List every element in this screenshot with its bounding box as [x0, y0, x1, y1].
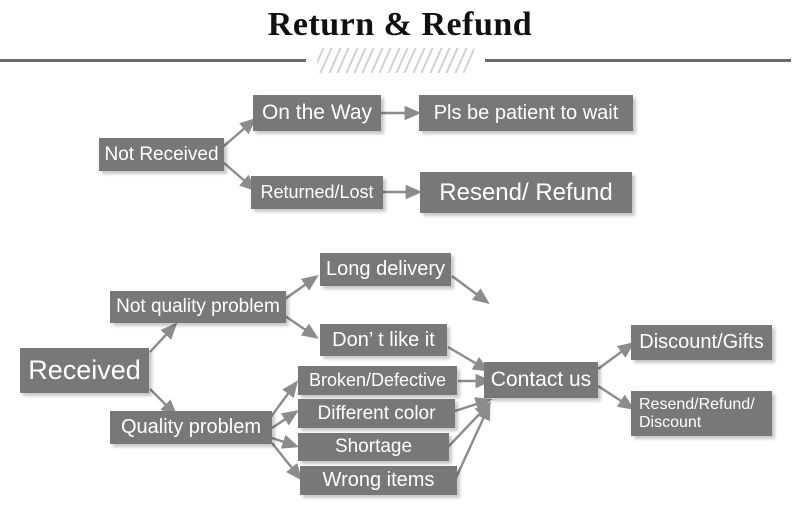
node-wrong-items[interactable]: Wrong items	[300, 466, 457, 495]
node-broken-defective[interactable]: Broken/Defective	[298, 366, 457, 395]
arrow-quality-to-shortage	[271, 434, 300, 449]
arrow-quality-to-wrong-items	[271, 442, 303, 481]
node-returned-lost[interactable]: Returned/Lost	[251, 176, 383, 209]
arrow-contact-us-to-discount-gifts	[597, 342, 635, 370]
arrow-not-received-to-on-the-way	[223, 117, 257, 147]
node-quality-problem[interactable]: Quality problem	[110, 411, 272, 444]
node-resend-refund-discount[interactable]: Resend/Refund/ Discount	[631, 391, 772, 436]
node-shortage[interactable]: Shortage	[298, 433, 449, 461]
arrow-different-color-to-contact-us	[454, 397, 493, 413]
node-discount-gifts[interactable]: Discount/Gifts	[631, 325, 772, 360]
node-resend-refund[interactable]: Resend/ Refund	[420, 172, 632, 213]
diagonal-hatch-divider-icon	[317, 48, 474, 73]
node-on-the-way[interactable]: On the Way	[253, 95, 381, 131]
node-dont-like-it[interactable]: Don’ t like it	[320, 324, 447, 356]
node-received[interactable]: Received	[20, 348, 149, 393]
arrow-quality-to-broken-defective	[269, 380, 299, 419]
divider-line-right	[485, 59, 791, 62]
arrow-not-quality-to-long-delivery	[284, 275, 319, 300]
arrow-long-delivery-to-contact-us	[451, 275, 490, 305]
node-not-quality-problem[interactable]: Not quality problem	[110, 291, 286, 323]
arrow-wrong-items-to-contact-us	[453, 402, 491, 481]
divider-line-left	[0, 59, 306, 62]
arrow-contact-us-to-resend-refund-discount	[597, 384, 635, 410]
node-contact-us[interactable]: Contact us	[484, 362, 598, 398]
node-different-color[interactable]: Different color	[298, 399, 455, 428]
node-pls-be-patient-to-wait[interactable]: Pls be patient to wait	[419, 95, 633, 131]
page-title: Return & Refund	[267, 6, 533, 43]
node-long-delivery[interactable]: Long delivery	[320, 253, 451, 286]
arrow-quality-to-different-color	[271, 410, 299, 429]
arrow-not-received-to-returned-lost	[223, 162, 257, 192]
arrow-received-to-not-quality-problem	[149, 322, 178, 353]
node-not-received[interactable]: Not Received	[99, 138, 224, 171]
arrow-not-quality-to-dont-like-it	[284, 315, 319, 339]
